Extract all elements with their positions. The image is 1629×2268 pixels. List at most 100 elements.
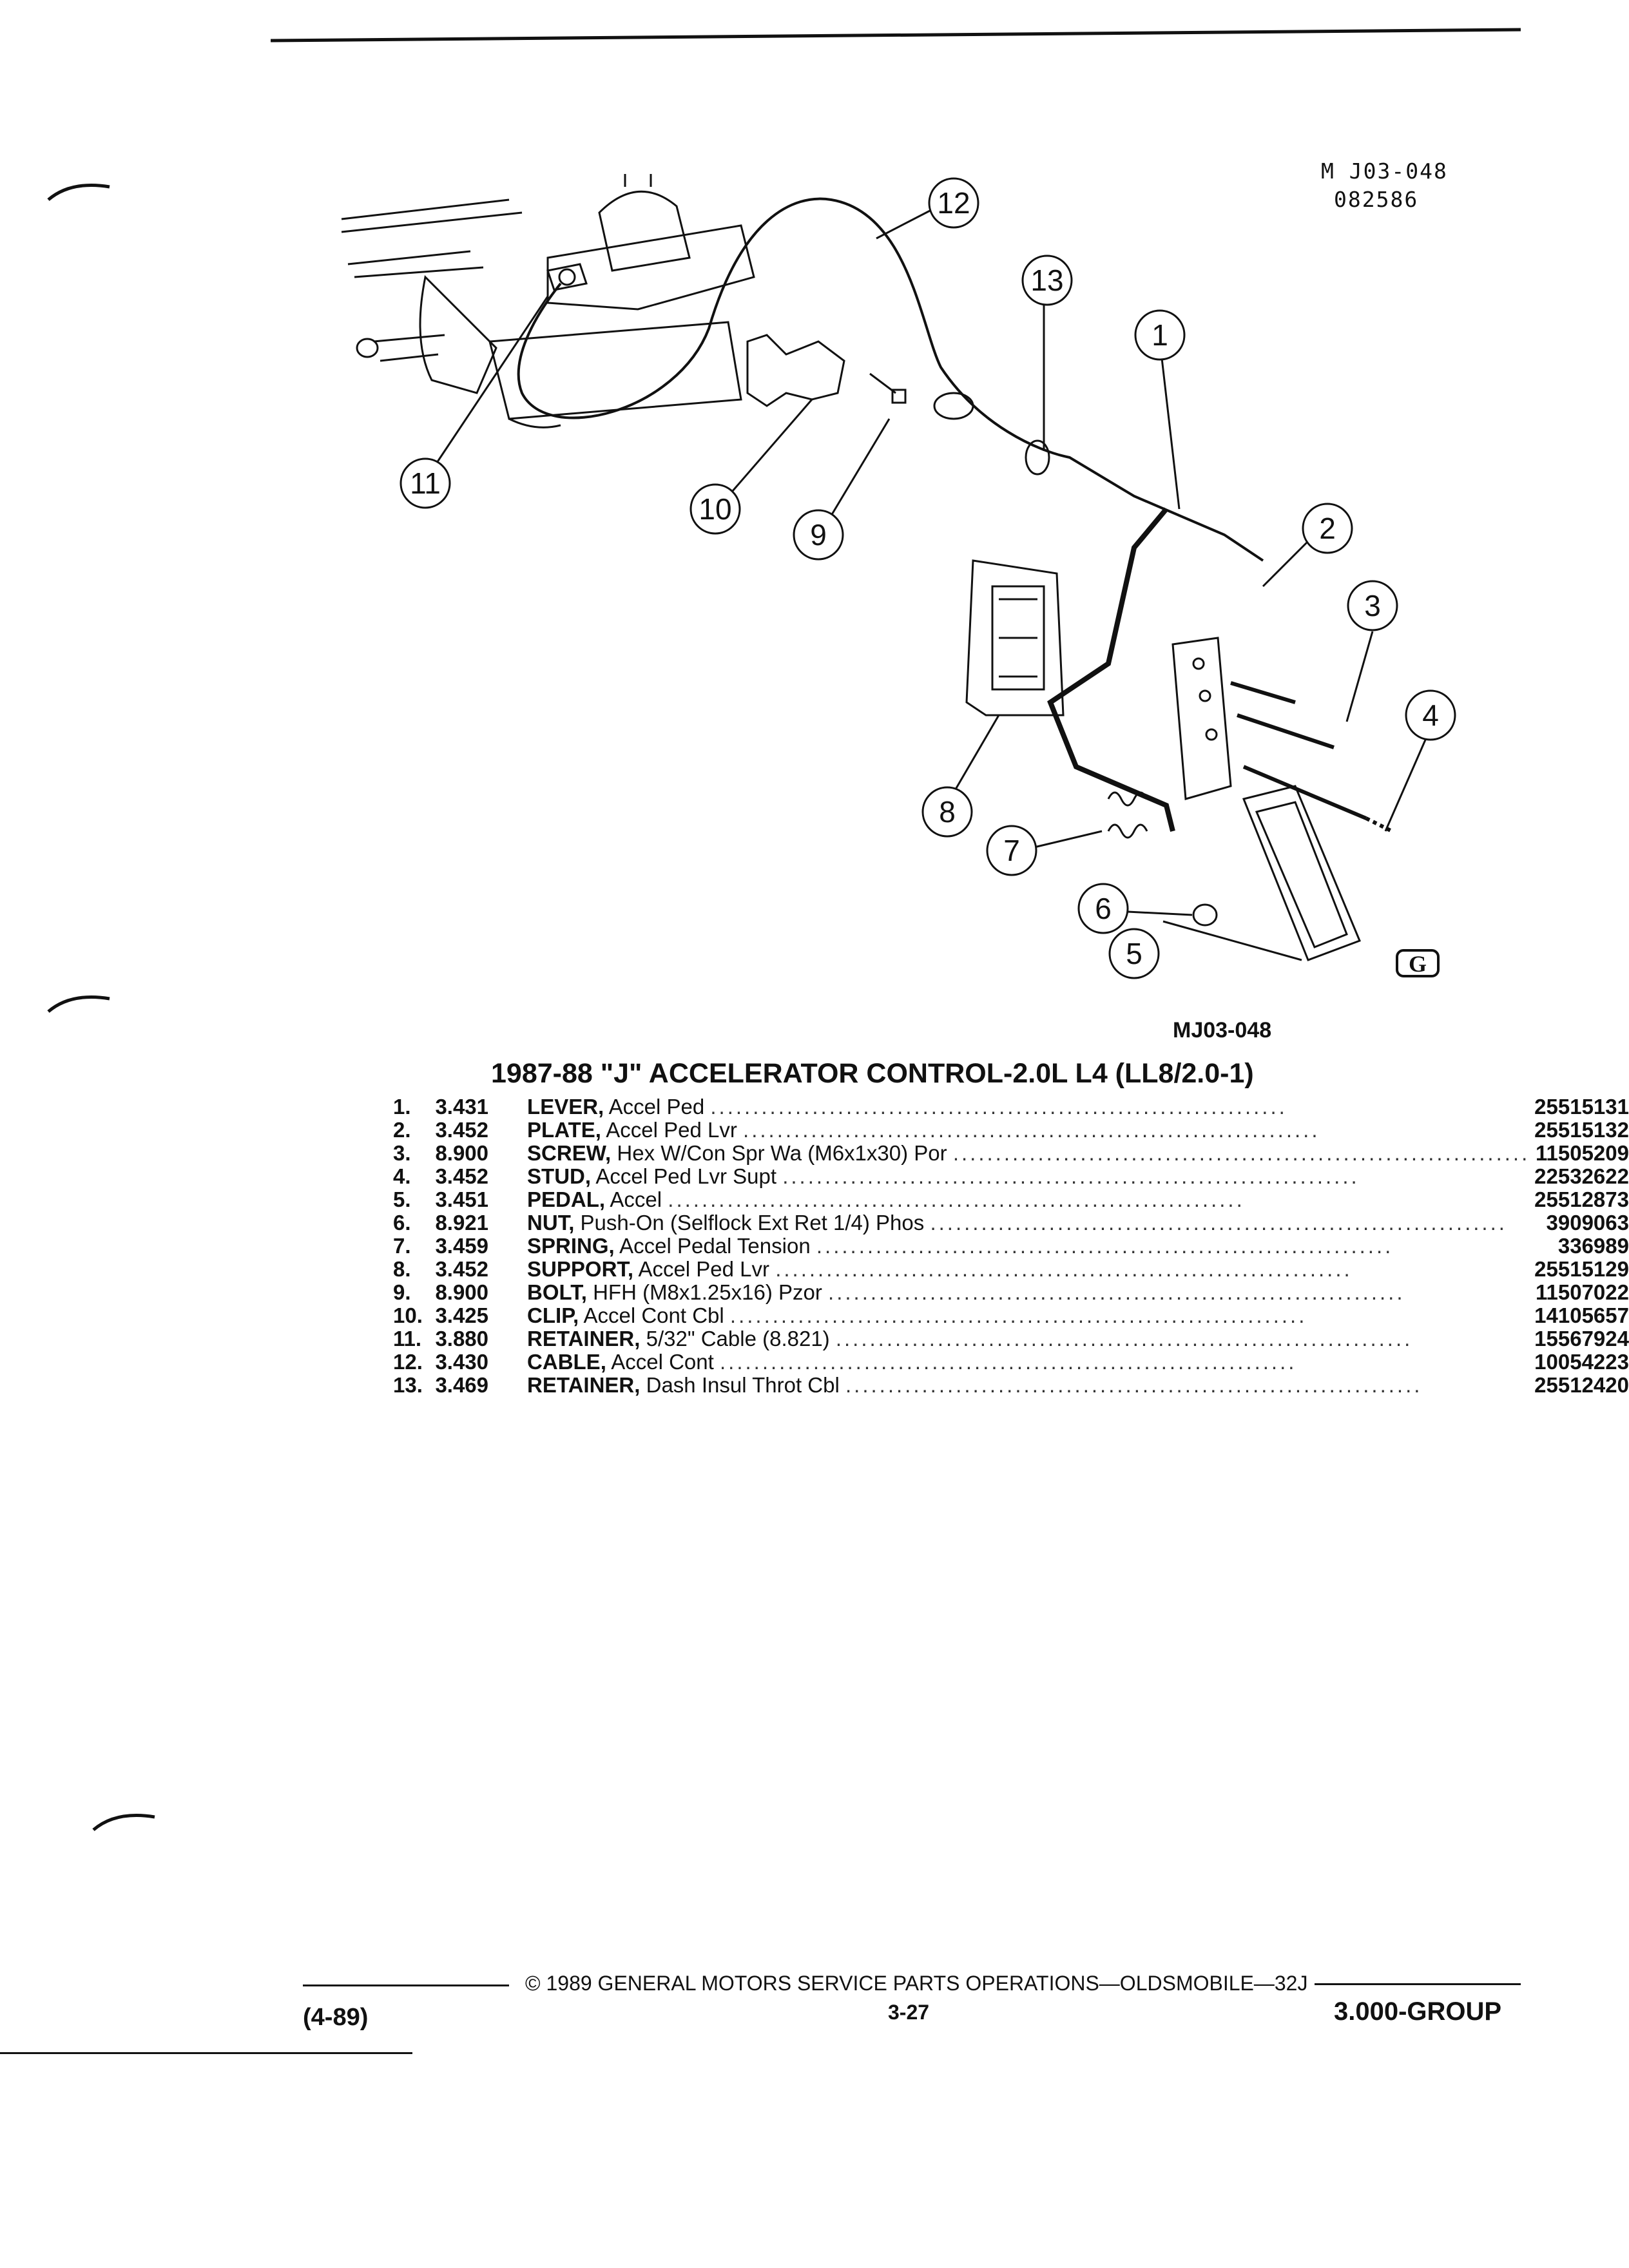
- diagram-ref-code: M J03-048: [1321, 159, 1448, 184]
- part-detail: HFH (M8x1.25x16) Pzor: [593, 1281, 822, 1304]
- spring-illustration: [1107, 791, 1148, 839]
- part-detail: Dash Insul Throt Cbl: [646, 1374, 840, 1397]
- part-name: SCREW,: [527, 1142, 612, 1165]
- group-number: 3.452: [435, 1257, 489, 1281]
- part-number: 11505209: [1535, 1141, 1629, 1165]
- part-description: STUD, Accel Ped Lvr Supt ...............…: [527, 1165, 1530, 1188]
- item-number: 1.: [393, 1095, 411, 1119]
- accelerator-control-diagram: 1 2 3 4 5 6 7 8 9 10 11 12 13 G: [341, 174, 1456, 979]
- callout-2: 2: [1302, 503, 1353, 554]
- part-name: STUD,: [527, 1165, 592, 1188]
- push-on-nut-illustration: [1192, 903, 1218, 927]
- parts-row: 7. 3.459 SPRING, Accel Pedal Tension .....…: [361, 1235, 1629, 1258]
- leader-dots: ........................................…: [729, 1304, 1307, 1327]
- part-detail: Push-On (Selflock Ext Ret 1/4) Phos: [580, 1211, 925, 1235]
- part-name: CLIP,: [527, 1304, 579, 1327]
- item-number: 13.: [393, 1373, 423, 1397]
- callout-1: 1: [1134, 309, 1186, 361]
- part-number: 25515129: [1534, 1257, 1629, 1281]
- part-name: PEDAL,: [527, 1188, 606, 1211]
- bottom-rule: [0, 2052, 412, 2054]
- part-detail: Accel Cont Cbl: [583, 1304, 724, 1327]
- lever-plate-illustration: [1171, 637, 1232, 800]
- part-number: 14105657: [1534, 1303, 1629, 1327]
- footer-copyright: © 1989 GENERAL MOTORS SERVICE PARTS OPER…: [525, 1972, 1308, 1995]
- svg-text:3: 3: [1364, 589, 1381, 622]
- cable-clip-illustration: [746, 334, 845, 407]
- part-number: 25512420: [1534, 1373, 1629, 1397]
- callout-11: 11: [400, 457, 451, 509]
- callout-4: 4: [1405, 689, 1456, 741]
- leader-dots: ........................................…: [952, 1142, 1530, 1165]
- screw-illustrations: [1230, 681, 1393, 833]
- part-detail: Accel Ped: [608, 1095, 705, 1119]
- svg-text:10: 10: [699, 492, 731, 526]
- binder-mark-top: [47, 184, 110, 201]
- group-number: 3.469: [435, 1373, 489, 1397]
- svg-text:12: 12: [937, 186, 970, 220]
- svg-text:G: G: [1409, 951, 1427, 977]
- callout-6: 6: [1077, 883, 1129, 934]
- part-number: 22532622: [1534, 1164, 1629, 1188]
- part-description: PEDAL, Accel ...........................…: [527, 1188, 1530, 1211]
- callout-12: 12: [928, 177, 979, 229]
- leader-lines: [430, 208, 1432, 961]
- item-number: 6.: [393, 1211, 411, 1235]
- part-number: 15567924: [1534, 1327, 1629, 1350]
- cable-retainer-illustration: [933, 392, 1050, 476]
- group-number: 3.459: [435, 1234, 489, 1258]
- leader-dots: ........................................…: [816, 1235, 1394, 1258]
- callout-8: 8: [921, 786, 973, 838]
- part-detail: Accel Pedal Tension: [619, 1235, 811, 1258]
- leader-dots: ........................................…: [710, 1095, 1287, 1119]
- svg-text:1: 1: [1152, 318, 1168, 352]
- binder-mark-bottom: [92, 1814, 155, 1831]
- item-number: 12.: [393, 1350, 423, 1374]
- part-name: SPRING,: [527, 1235, 615, 1258]
- part-description: CLIP, Accel Cont Cbl ...................…: [527, 1304, 1530, 1327]
- item-number: 3.: [393, 1141, 411, 1165]
- accelerator-cable: [517, 197, 1264, 562]
- part-number: 25515132: [1534, 1118, 1629, 1142]
- item-number: 9.: [393, 1280, 411, 1304]
- svg-text:5: 5: [1126, 937, 1142, 970]
- footer-rule-right: [1315, 1983, 1521, 1985]
- part-name: CABLE,: [527, 1350, 606, 1374]
- part-name: BOLT,: [527, 1281, 587, 1304]
- svg-text:4: 4: [1422, 698, 1439, 732]
- part-detail: Accel: [610, 1188, 662, 1211]
- leader-dots: ........................................…: [743, 1119, 1320, 1142]
- part-description: LEVER, Accel Ped .......................…: [527, 1095, 1530, 1119]
- part-detail: 5/32" Cable (8.821): [646, 1327, 830, 1350]
- group-number: 3.425: [435, 1303, 489, 1327]
- pedal-lever-illustration: [1047, 507, 1175, 832]
- part-description: PLATE, Accel Ped Lvr ...................…: [527, 1119, 1530, 1142]
- parts-list-title: 1987-88 "J" ACCELERATOR CONTROL-2.0L L4 …: [491, 1058, 1254, 1089]
- callout-7: 7: [986, 825, 1037, 876]
- callout-13: 13: [1021, 255, 1073, 306]
- group-number: 8.921: [435, 1211, 489, 1235]
- svg-text:7: 7: [1003, 834, 1020, 867]
- parts-row: 6. 8.921 NUT, Push-On (Selflock Ext Ret 1/…: [361, 1211, 1629, 1235]
- svg-text:13: 13: [1030, 264, 1063, 297]
- svg-text:11: 11: [410, 466, 441, 500]
- part-description: SPRING, Accel Pedal Tension ............…: [527, 1235, 1530, 1258]
- part-description: CABLE, Accel Cont ......................…: [527, 1350, 1530, 1374]
- binder-mark-middle: [47, 995, 110, 1013]
- leader-dots: ........................................…: [775, 1258, 1353, 1281]
- leader-dots: ........................................…: [835, 1327, 1413, 1350]
- footer-revision-date: (4-89): [303, 2004, 369, 2031]
- item-number: 5.: [393, 1187, 411, 1211]
- part-name: LEVER,: [527, 1095, 604, 1119]
- part-description: NUT, Push-On (Selflock Ext Ret 1/4) Phos…: [527, 1211, 1530, 1235]
- item-number: 4.: [393, 1164, 411, 1188]
- part-detail: Hex W/Con Spr Wa (M6x1x30) Por: [617, 1142, 947, 1165]
- part-description: SUPPORT, Accel Ped Lvr .................…: [527, 1258, 1530, 1281]
- svg-text:9: 9: [810, 518, 827, 552]
- item-number: 7.: [393, 1234, 411, 1258]
- leader-dots: ........................................…: [782, 1165, 1360, 1188]
- lever-support-illustration: [965, 559, 1065, 716]
